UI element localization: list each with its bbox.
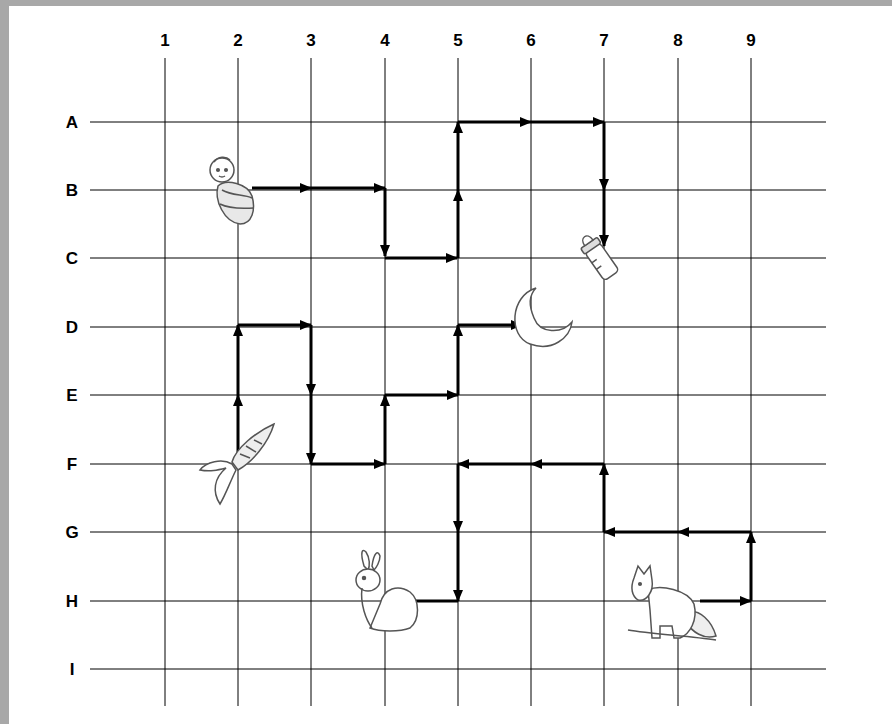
- fox-icon: [628, 566, 716, 640]
- frame-edge: [0, 0, 9, 724]
- row-letter: D: [66, 319, 78, 336]
- carrot-icon: [200, 424, 274, 504]
- row-letter: B: [66, 182, 78, 199]
- row-letter: H: [66, 593, 78, 610]
- baby-icon: [210, 157, 254, 224]
- column-number: 3: [306, 32, 315, 49]
- bottle-icon: [576, 231, 620, 281]
- path-arrows: [238, 122, 751, 601]
- grid-lines: [90, 58, 826, 706]
- row-letter: C: [66, 250, 78, 267]
- column-number: 4: [380, 32, 389, 49]
- column-number: 6: [526, 32, 535, 49]
- rabbit-icon: [356, 551, 418, 631]
- frame-edge: [0, 0, 892, 6]
- row-letter: I: [70, 661, 75, 678]
- column-number: 2: [233, 32, 242, 49]
- moon-icon: [515, 288, 572, 346]
- column-number: 1: [160, 32, 169, 49]
- row-letter: E: [66, 387, 77, 404]
- column-number: 5: [453, 32, 462, 49]
- row-letter: A: [66, 114, 78, 131]
- column-number: 9: [746, 32, 755, 49]
- row-letter: G: [65, 524, 78, 541]
- column-number: 8: [673, 32, 682, 49]
- row-letter: F: [67, 456, 77, 473]
- column-number: 7: [599, 32, 608, 49]
